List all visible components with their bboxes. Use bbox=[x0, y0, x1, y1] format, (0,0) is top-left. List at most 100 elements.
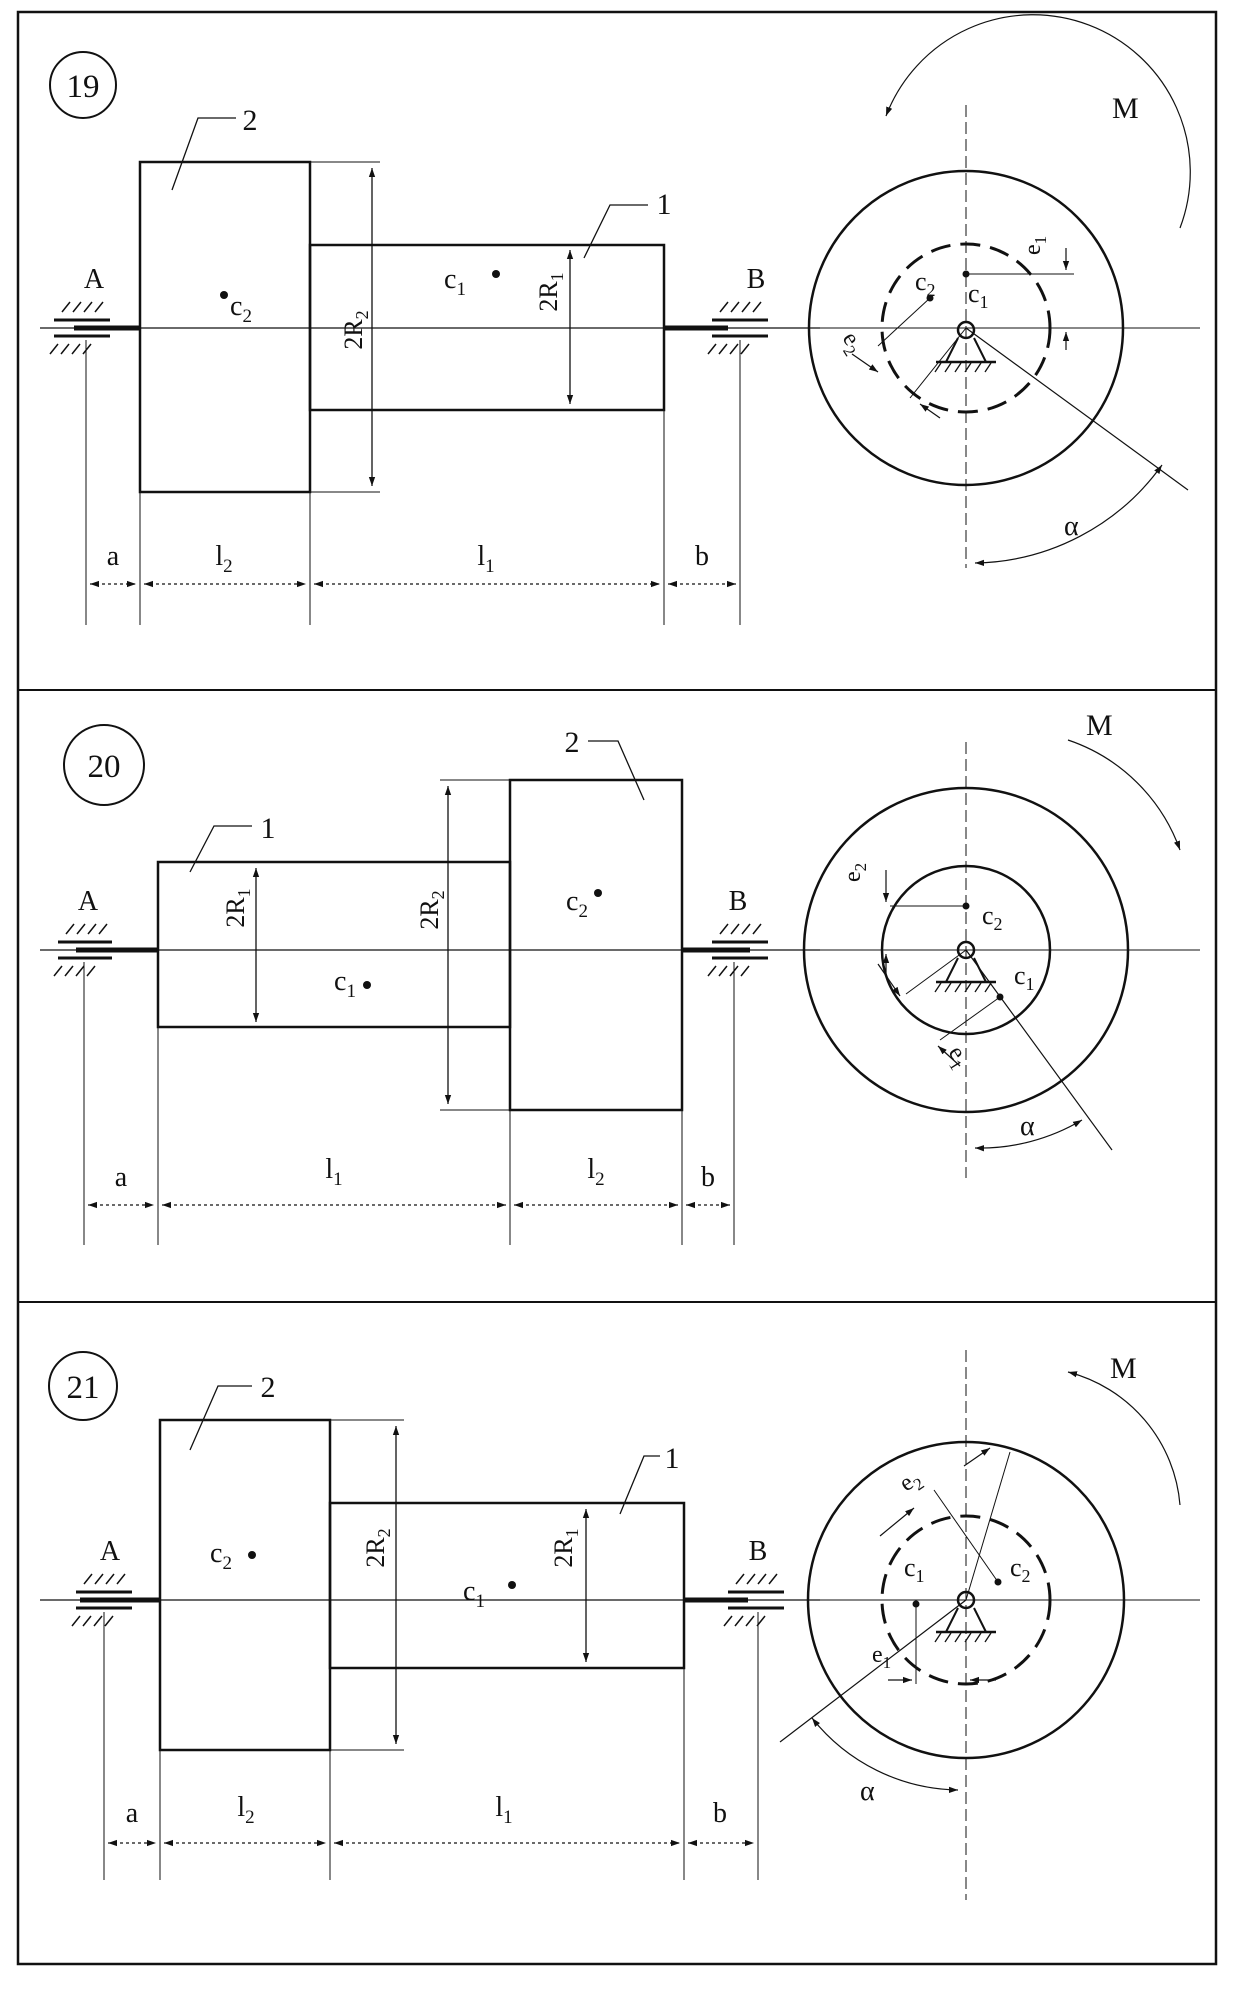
bearing-b bbox=[707, 923, 768, 977]
angle-ray bbox=[965, 949, 1113, 1151]
angle-label: α bbox=[1064, 511, 1079, 542]
leader-2 bbox=[588, 740, 645, 801]
ecc-arrow bbox=[937, 1045, 961, 1067]
angle-ray bbox=[965, 327, 1189, 491]
panel-number: 21 bbox=[67, 1370, 100, 1406]
part-label-1: 1 bbox=[665, 1442, 680, 1475]
inner-disc-circle bbox=[880, 864, 1052, 1036]
dim-label: l2 bbox=[237, 1792, 254, 1828]
ecc-arrow bbox=[851, 353, 879, 373]
support-b-label: B bbox=[729, 886, 748, 917]
leader-2 bbox=[189, 1385, 252, 1451]
center-mass-dot bbox=[220, 291, 228, 299]
panel-number-circle bbox=[48, 1351, 118, 1421]
dim-label: l1 bbox=[477, 541, 494, 577]
bearing-b bbox=[723, 1573, 784, 1627]
outer-frame bbox=[16, 10, 1218, 1966]
ecc-extension bbox=[939, 996, 1001, 1041]
bearing-b bbox=[707, 301, 768, 355]
dim-2r-right-label: 2R1 bbox=[534, 272, 567, 311]
ecc-extension bbox=[877, 297, 931, 347]
angle-ray bbox=[779, 1599, 967, 1743]
moment-label: M bbox=[1086, 709, 1113, 742]
ecc-label: e1 bbox=[872, 1642, 891, 1672]
ecc-extension bbox=[933, 1489, 999, 1583]
disc-1 bbox=[328, 1501, 686, 1670]
outer-disc-circle bbox=[802, 786, 1130, 1114]
point-label: c1 bbox=[1014, 961, 1035, 994]
dim-label: l1 bbox=[495, 1792, 512, 1828]
angle-arc bbox=[811, 1717, 959, 1794]
leader-2 bbox=[171, 117, 236, 191]
center-mass-label: c1 bbox=[463, 1576, 485, 1612]
dim-label: l2 bbox=[587, 1154, 604, 1190]
ecc-label: e2 bbox=[834, 327, 870, 359]
angle-arc bbox=[974, 1119, 1083, 1152]
dim-label: l1 bbox=[325, 1154, 342, 1190]
pivot-support bbox=[934, 320, 996, 373]
support-b-label: B bbox=[747, 264, 766, 295]
ecc-extension bbox=[965, 1451, 1011, 1601]
dim-2r-left-label: 2R2 bbox=[361, 1528, 394, 1567]
disc-1 bbox=[156, 860, 512, 1029]
angle-label: α bbox=[860, 1776, 875, 1807]
center-mass-label: c2 bbox=[210, 1538, 232, 1574]
ecc-extension bbox=[909, 327, 967, 399]
support-a-label: A bbox=[84, 264, 105, 295]
center-mass-dot bbox=[248, 1551, 256, 1559]
outer-disc-circle bbox=[806, 1440, 1126, 1760]
center-mass-dot bbox=[508, 1581, 516, 1589]
ecc-arrow bbox=[919, 403, 941, 419]
ecc-label: e1 bbox=[940, 1041, 976, 1073]
dim-2r-right-label: 2R2 bbox=[415, 890, 448, 929]
dim-label: l2 bbox=[215, 541, 232, 577]
dim-label: b bbox=[701, 1162, 715, 1193]
point-label: c2 bbox=[982, 901, 1003, 934]
point-label: c2 bbox=[1010, 1553, 1031, 1586]
disc-2 bbox=[158, 1418, 332, 1752]
disc-2 bbox=[138, 160, 312, 494]
center-mass-dot bbox=[594, 889, 602, 897]
center-mass-label: c1 bbox=[444, 264, 466, 300]
ecc-arrow bbox=[877, 963, 901, 997]
ecc-arrow bbox=[879, 1507, 915, 1537]
outer-disc-circle bbox=[807, 169, 1125, 487]
panel-number-circle bbox=[49, 51, 117, 119]
inner-disc-circle bbox=[880, 1514, 1052, 1686]
dim-label: b bbox=[695, 541, 709, 572]
part-label-2: 2 bbox=[565, 726, 580, 759]
part-label-2: 2 bbox=[261, 1371, 276, 1404]
bearing-a bbox=[49, 301, 110, 355]
moment-label: M bbox=[1112, 92, 1139, 125]
panel-number: 20 bbox=[88, 749, 121, 785]
panel-19: 19 A B 2 1 c2 c1 bbox=[40, 14, 1200, 625]
part-label-1: 1 bbox=[261, 812, 276, 845]
dim-label: b bbox=[713, 1798, 727, 1829]
support-a-label: A bbox=[100, 1536, 121, 1567]
dim-label: a bbox=[107, 541, 120, 572]
center-mass-label: c2 bbox=[230, 291, 252, 327]
center-mass-dot bbox=[363, 981, 371, 989]
inner-disc-circle bbox=[880, 242, 1052, 414]
part-label-2: 2 bbox=[243, 104, 258, 137]
dim-2r-left-label: 2R2 bbox=[339, 310, 372, 349]
leader-1 bbox=[619, 1455, 660, 1515]
center-mass-dot bbox=[492, 270, 500, 278]
moment-arrow bbox=[1067, 1371, 1181, 1506]
panel-number-circle bbox=[63, 724, 145, 806]
point-label: c1 bbox=[904, 1553, 925, 1586]
panel-21: 21 A B 2 1 c2 c1 2R2 2R1 bbox=[40, 1350, 1200, 1900]
ecc-extension bbox=[905, 949, 967, 995]
disc-1 bbox=[308, 243, 666, 412]
part-label-1: 1 bbox=[657, 188, 672, 221]
support-b-label: B bbox=[749, 1536, 768, 1567]
panel-number: 19 bbox=[67, 69, 100, 105]
moment-label: M bbox=[1110, 1352, 1137, 1385]
bearing-a bbox=[71, 1573, 132, 1627]
leader-1 bbox=[583, 204, 648, 259]
support-a-label: A bbox=[78, 886, 99, 917]
angle-arc bbox=[974, 464, 1163, 566]
moment-arrow bbox=[885, 14, 1191, 229]
